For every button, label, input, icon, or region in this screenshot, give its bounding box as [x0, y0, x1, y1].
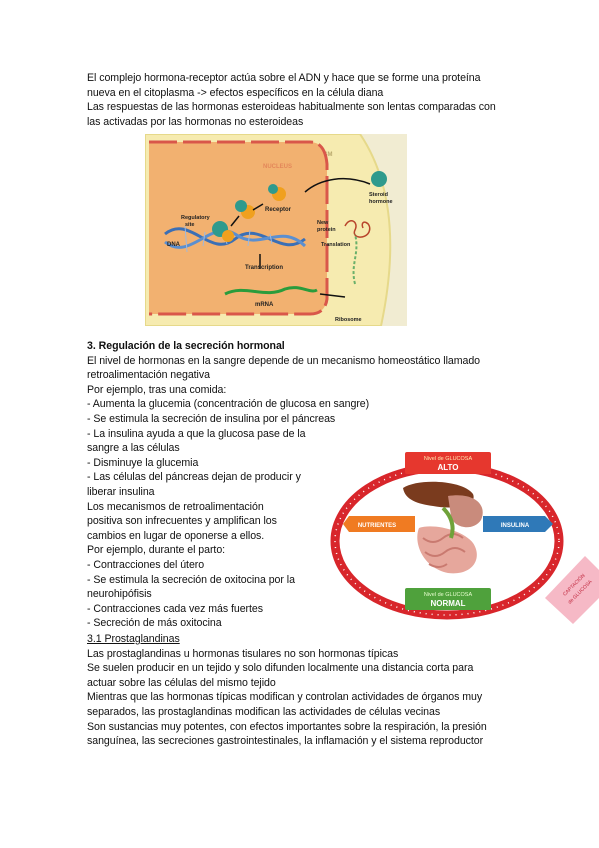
translation-label: Translation: [321, 242, 351, 248]
new-protein-label: New: [317, 220, 329, 226]
section-line: positiva son infrecuentes y amplifican l…: [87, 515, 277, 528]
intro-line: las activadas por las hormonas no estero…: [87, 115, 304, 128]
section-line: Mientras que las hormonas típicas modifi…: [87, 691, 483, 704]
nucleus-label: NUCLEUS: [263, 164, 292, 170]
nutrients-label: NUTRIENTES: [358, 523, 396, 529]
arrow: [230, 203, 264, 227]
mrna-label: mRNA: [255, 302, 274, 308]
glucose-normal-badge: [405, 588, 491, 610]
section-line: - Se estimula la secreción de oxitocina …: [87, 573, 295, 586]
section-line: - Secreción de más oxitocina: [87, 617, 222, 630]
intestine-folds: [422, 533, 466, 568]
section-line: Son sustancias muy potentes, con efectos…: [87, 720, 487, 733]
regulatory-label: Regulatory: [181, 215, 211, 221]
section-line: actuar sobre las células del mismo tejid…: [87, 676, 276, 689]
section-line: - Disminuye la glucemia: [87, 456, 199, 469]
steroid-label: Steroid: [369, 192, 388, 198]
ring-dots: [334, 466, 560, 616]
steroid-label: hormone: [369, 199, 393, 205]
nutrients-arrow: [343, 516, 415, 532]
dna-label: DNA: [167, 242, 181, 248]
hormone-shape: [222, 230, 234, 242]
receptor-shape: [268, 184, 278, 194]
arrow: [304, 177, 371, 193]
dna-strand: [164, 227, 306, 247]
polypeptide-chain: [352, 233, 358, 285]
mrna-strand: [224, 286, 318, 296]
section-line: sangre a las células: [87, 442, 180, 455]
new-protein-label: protein: [317, 227, 336, 233]
glucose-normal-label: NORMAL: [430, 599, 465, 608]
steroid-hormone-figure: CYTOPLASM NUCLEUS DNA Regulatory site Re…: [145, 134, 407, 326]
section-line: - Se estimula la secreción de insulina p…: [87, 412, 336, 425]
glucose-high-label: ALTO: [437, 463, 458, 472]
section-line: El nivel de hormonas en la sangre depend…: [87, 354, 481, 367]
section-line: sanguínea, las secreciones gastrointesti…: [87, 735, 484, 748]
section-line: Las prostaglandinas u hormonas tisulares…: [87, 647, 399, 660]
glucose-uptake-banner: [545, 556, 599, 624]
section-line: - Contracciones del útero: [87, 558, 205, 571]
ribosome-label: Ribosome: [335, 317, 362, 323]
section-line: - Las células del páncreas dejan de prod…: [87, 471, 301, 484]
arrow: [319, 293, 346, 298]
section-line: neurohipófisis: [87, 588, 152, 601]
subsection-heading: 3.1 Prostaglandinas: [87, 633, 180, 645]
stomach-shape: [448, 495, 483, 528]
section-line: Los mecanismos de retroalimentación: [87, 500, 264, 513]
intro-line: Las respuestas de las hormonas esteroide…: [87, 101, 496, 114]
regulatory-label: site: [185, 222, 194, 228]
section-line: Por ejemplo, durante el parto:: [87, 544, 226, 557]
glucose-normal-label: Nivel de GLUCOSA: [424, 592, 473, 598]
section-line: cambios en lugar de oponerse a ellos.: [87, 529, 265, 542]
section-line: retroalimentación negativa: [87, 369, 210, 382]
section-3: 3. Regulación de la secreción hormonal E…: [87, 339, 480, 631]
intro-paragraph: El complejo hormona-receptor actúa sobre…: [87, 71, 496, 129]
glucose-high-label: Nivel de GLUCOSA: [424, 456, 473, 462]
section-line: Se suelen producir en un tejido y solo d…: [87, 662, 474, 675]
nucleus-region: [149, 142, 327, 314]
insulin-arrow: [483, 516, 553, 532]
section-line: - La insulina ayuda a que la glucosa pas…: [87, 427, 306, 440]
section-line: Por ejemplo, tras una comida:: [87, 383, 227, 396]
new-protein-shape: [344, 220, 371, 238]
section-line: liberar insulina: [87, 485, 155, 498]
nuclear-envelope: [149, 140, 329, 316]
glucose-feedback-figure: Nivel de GLUCOSA ALTO Nivel de GLUCOSA N…: [330, 452, 599, 624]
receptor-label: Receptor: [265, 207, 292, 213]
intro-line: El complejo hormona-receptor actúa sobre…: [87, 72, 481, 84]
section-line: separados, las prostaglandinas modifican…: [87, 705, 441, 718]
section-3-1: 3.1 Prostaglandinas Las prostaglandinas …: [87, 632, 487, 749]
section-line: - Contracciones cada vez más fuertes: [87, 602, 264, 615]
section-line: - Aumenta la glucemia (concentración de …: [87, 398, 370, 411]
steroid-hormone-shape: [371, 171, 387, 187]
section-heading: 3. Regulación de la secreción hormonal: [87, 340, 285, 352]
glucose-high-badge: [405, 452, 491, 474]
receptor-shape: [235, 200, 247, 212]
insulin-label: INSULINA: [501, 523, 530, 529]
pancreas-shape: [441, 506, 455, 539]
transcription-label: Transcription: [245, 265, 283, 271]
intro-line: nueva en el citoplasma -> efectos especí…: [87, 86, 384, 99]
